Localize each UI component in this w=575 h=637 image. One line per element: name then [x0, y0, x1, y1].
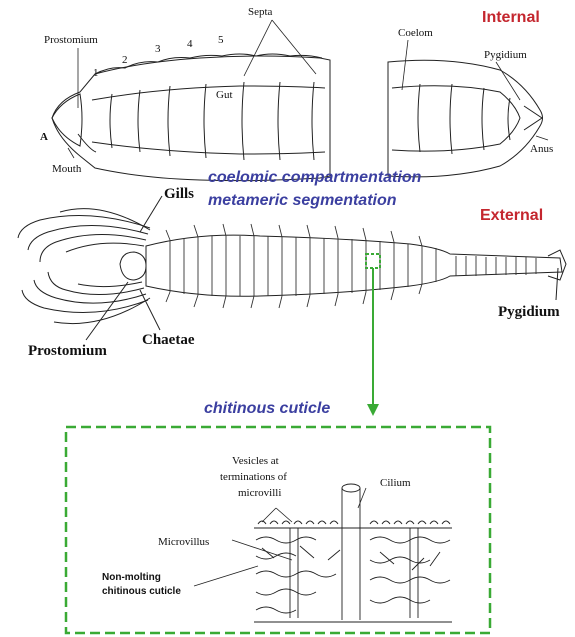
cuticle-drawing [254, 484, 452, 622]
concept-metameric-segmentation: metameric segmentation [208, 192, 397, 209]
label-figure-letter: A [40, 131, 48, 143]
label-coelom: Coelom [398, 27, 433, 39]
label-pygidium-external: Pygidium [498, 304, 560, 320]
heading-internal: Internal [482, 9, 540, 26]
label-pygidium-internal: Pygidium [484, 49, 527, 61]
label-segment-1: 1 [93, 67, 99, 79]
label-prostomium-external: Prostomium [28, 343, 107, 359]
callout-arrow-head [367, 404, 379, 416]
label-segment-2: 2 [122, 54, 128, 66]
label-mouth: Mouth [52, 163, 82, 175]
heading-external: External [480, 207, 543, 224]
label-gills: Gills [164, 186, 194, 202]
internal-section-drawing [52, 54, 543, 181]
label-anus: Anus [530, 143, 553, 155]
label-segment-5: 5 [218, 34, 224, 46]
label-segment-4: 4 [187, 38, 193, 50]
label-nonmolting-line-2: chitinous cuticle [102, 586, 181, 597]
concept-coelomic-compartmentation: coelomic compartmentation [208, 169, 422, 186]
label-vesicles-line-1: Vesicles at [232, 455, 279, 467]
label-vesicles-line-3: microvilli [238, 487, 281, 499]
label-prostomium-internal: Prostomium [44, 34, 98, 46]
label-cilium: Cilium [380, 477, 411, 489]
label-chaetae: Chaetae [142, 332, 195, 348]
internal-leader-lines [68, 20, 548, 158]
concept-chitinous-cuticle: chitinous cuticle [204, 400, 330, 417]
label-septa: Septa [248, 6, 273, 18]
label-segment-3: 3 [155, 43, 161, 55]
label-microvillus: Microvillus [158, 536, 209, 548]
label-vesicles-line-2: terminations of [220, 471, 287, 483]
external-worm-drawing [18, 209, 566, 324]
callout-highlight-box [366, 254, 380, 268]
label-nonmolting-line-1: Non-molting [102, 572, 161, 583]
label-gut: Gut [216, 89, 233, 101]
cuticle-leader-lines [194, 488, 366, 586]
